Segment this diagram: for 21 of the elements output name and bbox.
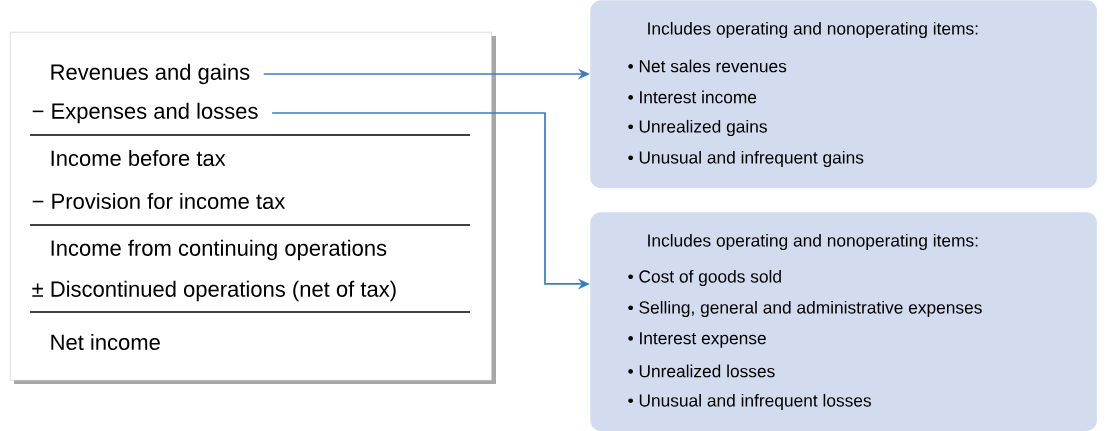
info-box xyxy=(590,0,1097,189)
list-item: • Selling, general and administrative expenses xyxy=(628,300,982,318)
line-item: Revenues and gains xyxy=(51,63,250,85)
line-item: Income from continuing operations xyxy=(51,239,387,261)
info-box xyxy=(590,212,1097,431)
list-item: • Unrealized gains xyxy=(628,119,767,137)
line-item: − Provision for income tax xyxy=(32,192,286,210)
list-item: • Interest expense xyxy=(628,332,766,348)
list-item: • Unusual and infrequent gains xyxy=(628,150,864,168)
statement-box xyxy=(10,32,496,384)
list-item: • Cost of goods sold xyxy=(628,269,781,287)
list-item: • Interest income xyxy=(628,90,757,104)
list-item: • Net sales revenues xyxy=(628,59,787,73)
line-item: Income before tax xyxy=(51,149,226,167)
list-item: • Unrealized losses xyxy=(628,364,775,378)
line-item: Net income xyxy=(51,333,160,351)
list-item: • Unusual and infrequent losses xyxy=(628,393,871,411)
list-heading: Includes operating and nonoperating items: xyxy=(648,21,978,39)
line-item: ± Discontinued operations (net of tax) xyxy=(32,280,396,302)
line-item: − Expenses and losses xyxy=(32,102,258,124)
list-heading: Includes operating and nonoperating items: xyxy=(648,233,978,251)
